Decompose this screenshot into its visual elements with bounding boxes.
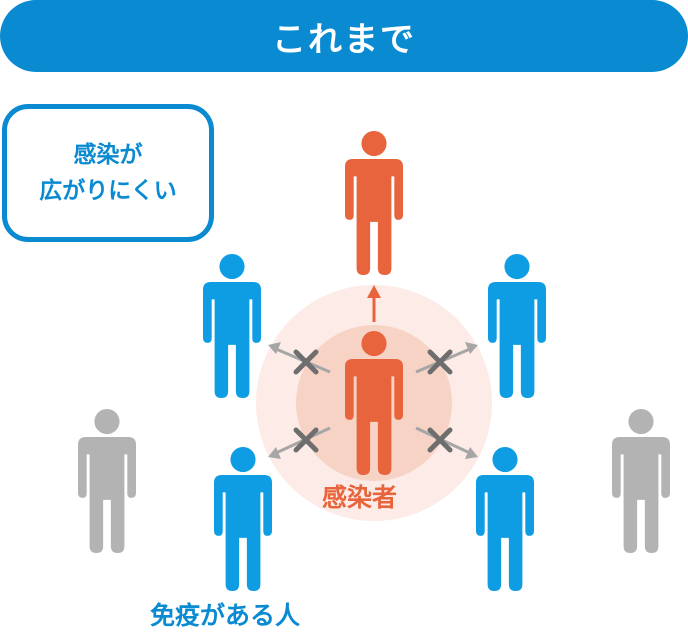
person-icon-immune-lower-left — [214, 446, 272, 591]
spread-arrow-up — [367, 285, 381, 322]
note-box: 感染が 広がりにくい — [2, 104, 214, 242]
cross-icon-upper-right — [427, 349, 453, 375]
note-line-1: 感染が — [73, 142, 143, 168]
cross-icon-upper-left — [293, 349, 319, 375]
cross-icon-lower-right — [427, 427, 453, 453]
note-line-2: 広がりにくい — [39, 178, 177, 204]
header-title: これまで — [272, 19, 416, 60]
header-bar: これまで — [0, 0, 688, 72]
person-icon-immune-upper-right — [488, 253, 546, 398]
person-icon-newly-infected — [345, 130, 403, 275]
person-icon-gray-right — [612, 408, 670, 553]
person-icon-immune-lower-right — [476, 446, 534, 591]
immune-label: 免疫がある人 — [150, 601, 301, 630]
infected-label: 感染者 — [322, 483, 398, 512]
person-icon-gray-left — [78, 408, 136, 553]
person-icon-immune-upper-left — [203, 253, 261, 398]
cross-icon-lower-left — [293, 427, 319, 453]
